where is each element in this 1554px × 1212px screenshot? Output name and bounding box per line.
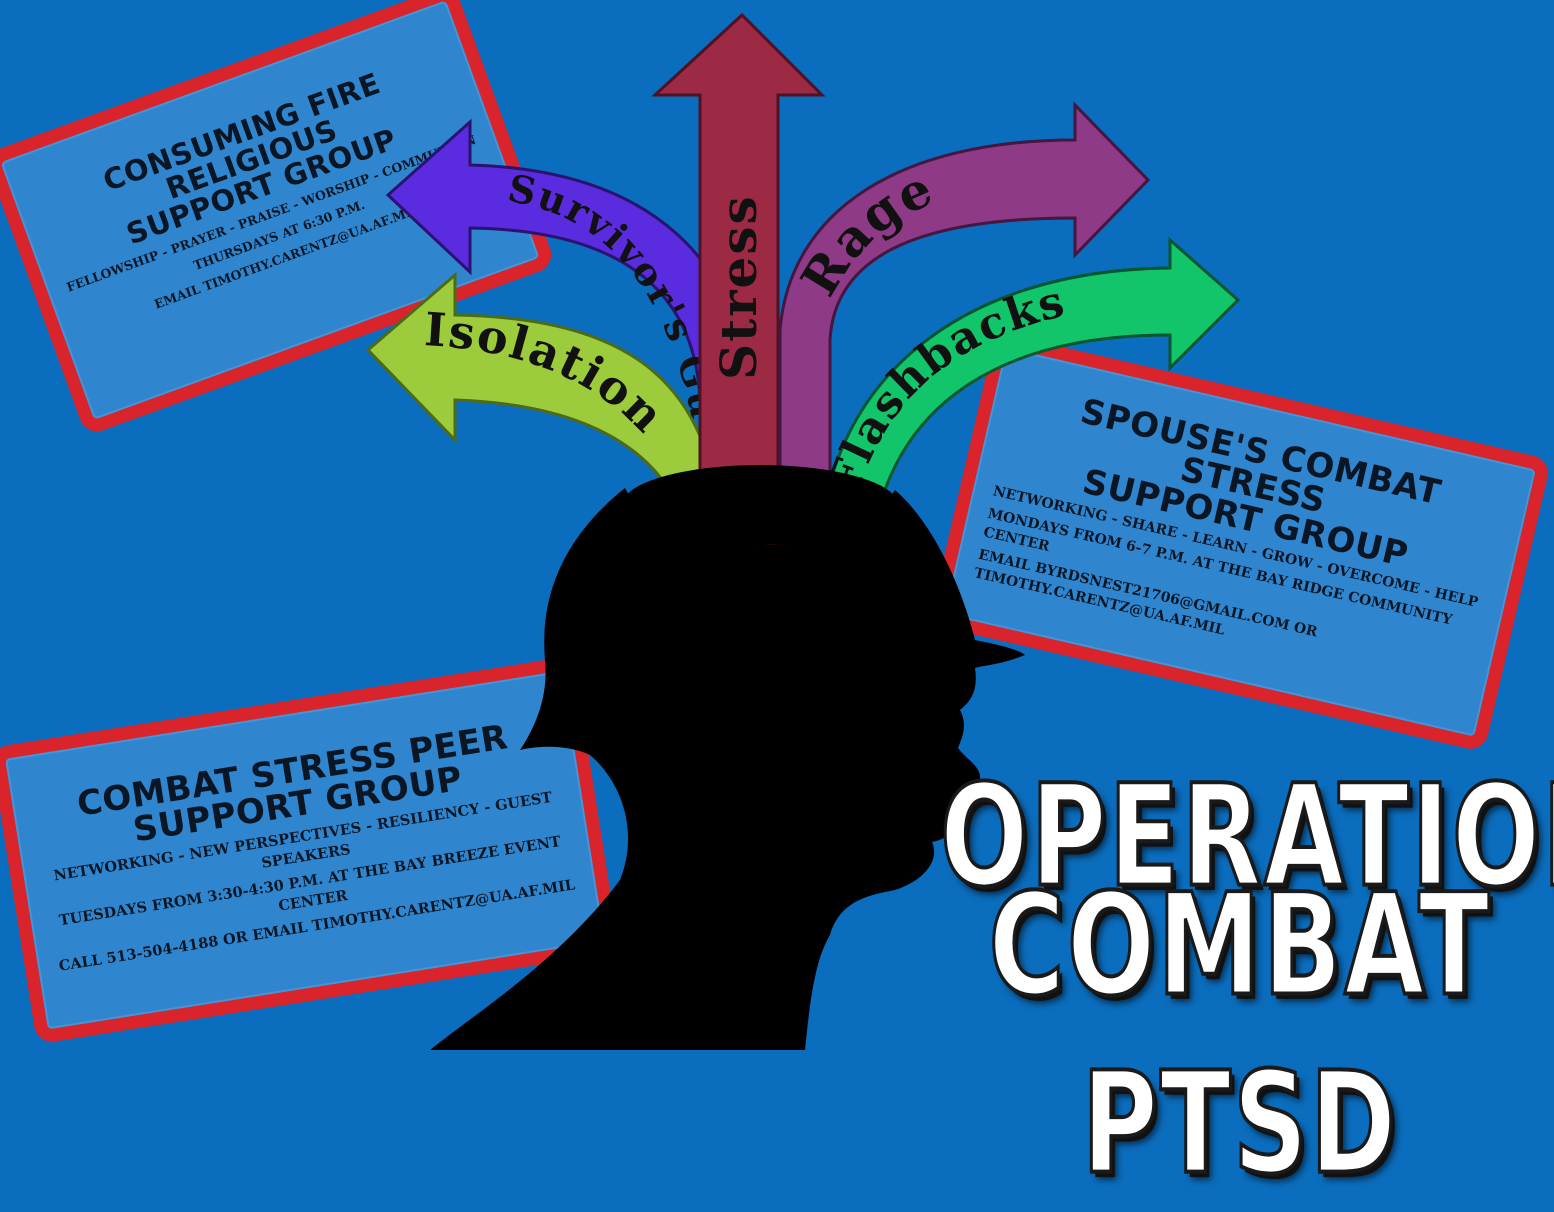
headline-line-1: OPERATION bbox=[939, 752, 1554, 921]
soldier-head-silhouette-icon bbox=[430, 465, 1025, 1050]
stress-arrow: Stress bbox=[651, 12, 826, 552]
arrows-and-silhouette: Survivor's Guilt Isolation Stress Rage bbox=[0, 0, 1241, 1050]
stress-label: Stress bbox=[709, 194, 768, 380]
headline-line-2: COMBAT PTSD bbox=[987, 861, 1492, 1208]
headline: OPERATION COMBAT PTSD bbox=[939, 752, 1554, 1208]
